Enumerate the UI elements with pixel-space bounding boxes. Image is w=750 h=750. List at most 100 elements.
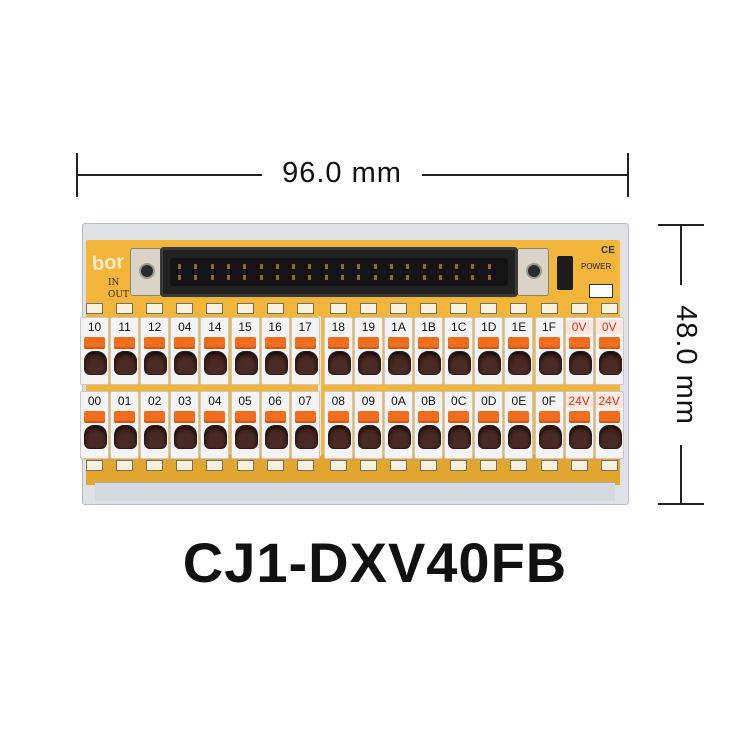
terminal-block[interactable]: 08 — [323, 391, 353, 459]
wire-hole[interactable] — [114, 351, 138, 375]
wire-hole[interactable] — [327, 351, 351, 375]
wire-hole[interactable] — [264, 351, 288, 375]
wire-hole[interactable] — [144, 425, 168, 449]
wire-hole[interactable] — [418, 351, 442, 375]
wire-hole[interactable] — [568, 425, 592, 449]
terminal-block[interactable]: 0V — [594, 317, 624, 385]
lever-tab[interactable] — [418, 337, 440, 349]
lever-tab[interactable] — [357, 411, 379, 423]
terminal-block[interactable]: 18 — [323, 317, 353, 385]
wire-hole[interactable] — [508, 351, 532, 375]
wire-hole[interactable] — [294, 425, 318, 449]
terminal-block[interactable]: 16 — [260, 317, 290, 385]
terminal-block[interactable]: 01 — [110, 391, 140, 459]
wire-hole[interactable] — [598, 425, 622, 449]
terminal-block[interactable]: 10 — [80, 317, 109, 385]
wire-hole[interactable] — [234, 351, 258, 375]
terminal-block[interactable]: 1E — [504, 317, 534, 385]
lever-tab[interactable] — [598, 337, 620, 349]
terminal-block[interactable]: 09 — [353, 391, 383, 459]
lever-tab[interactable] — [264, 411, 286, 423]
wire-hole[interactable] — [478, 425, 502, 449]
wire-hole[interactable] — [508, 425, 532, 449]
lever-tab[interactable] — [598, 411, 620, 423]
terminal-block[interactable]: 1C — [444, 317, 474, 385]
wire-hole[interactable] — [448, 351, 472, 375]
lever-tab[interactable] — [144, 337, 166, 349]
lever-tab[interactable] — [478, 337, 500, 349]
terminal-block[interactable]: 0F — [534, 391, 564, 459]
terminal-block[interactable]: 05 — [230, 391, 260, 459]
terminal-block[interactable]: 24V — [594, 391, 624, 459]
lever-tab[interactable] — [327, 411, 349, 423]
lever-tab[interactable] — [508, 337, 530, 349]
wire-hole[interactable] — [294, 351, 318, 375]
lever-tab[interactable] — [294, 337, 316, 349]
lever-tab[interactable] — [478, 411, 500, 423]
wire-hole[interactable] — [388, 351, 411, 375]
terminal-block[interactable]: 1A — [384, 317, 413, 385]
wire-hole[interactable] — [174, 351, 198, 375]
wire-hole[interactable] — [388, 425, 411, 449]
terminal-block[interactable]: 03 — [170, 391, 200, 459]
lever-tab[interactable] — [114, 411, 136, 423]
lever-tab[interactable] — [204, 337, 226, 349]
terminal-block[interactable]: 07 — [290, 391, 320, 459]
lever-tab[interactable] — [264, 337, 286, 349]
wire-hole[interactable] — [264, 425, 288, 449]
lever-tab[interactable] — [84, 337, 105, 349]
terminal-block[interactable]: 19 — [353, 317, 383, 385]
terminal-block[interactable]: 11 — [110, 317, 140, 385]
wire-hole[interactable] — [568, 351, 592, 375]
lever-tab[interactable] — [448, 411, 470, 423]
wire-hole[interactable] — [144, 351, 168, 375]
terminal-block[interactable]: 14 — [200, 317, 230, 385]
terminal-block[interactable]: 0A — [384, 391, 413, 459]
wire-hole[interactable] — [357, 425, 381, 449]
lever-tab[interactable] — [538, 337, 560, 349]
lever-tab[interactable] — [204, 411, 226, 423]
wire-hole[interactable] — [538, 425, 562, 449]
lever-tab[interactable] — [144, 411, 166, 423]
lever-tab[interactable] — [84, 411, 105, 423]
wire-hole[interactable] — [478, 351, 502, 375]
lever-tab[interactable] — [568, 411, 590, 423]
lever-tab[interactable] — [388, 411, 409, 423]
terminal-block[interactable]: 00 — [80, 391, 109, 459]
lever-tab[interactable] — [114, 337, 136, 349]
wire-hole[interactable] — [418, 425, 442, 449]
lever-tab[interactable] — [174, 411, 196, 423]
lever-tab[interactable] — [294, 411, 316, 423]
lever-tab[interactable] — [508, 411, 530, 423]
lever-tab[interactable] — [448, 337, 470, 349]
terminal-block[interactable]: 17 — [290, 317, 320, 385]
wire-hole[interactable] — [538, 351, 562, 375]
terminal-block[interactable]: 24V — [564, 391, 594, 459]
terminal-block[interactable]: 15 — [230, 317, 260, 385]
wire-hole[interactable] — [357, 351, 381, 375]
lever-tab[interactable] — [388, 337, 409, 349]
terminal-block[interactable]: 12 — [140, 317, 170, 385]
terminal-block[interactable]: 1B — [414, 317, 444, 385]
lever-tab[interactable] — [538, 411, 560, 423]
wire-hole[interactable] — [84, 351, 107, 375]
terminal-block[interactable]: 06 — [260, 391, 290, 459]
wire-hole[interactable] — [598, 351, 622, 375]
wire-hole[interactable] — [448, 425, 472, 449]
terminal-block[interactable]: 0D — [474, 391, 504, 459]
lever-tab[interactable] — [327, 337, 349, 349]
lever-tab[interactable] — [234, 337, 256, 349]
terminal-block[interactable]: 02 — [140, 391, 170, 459]
terminal-block[interactable]: 04 — [170, 317, 200, 385]
terminal-block[interactable]: 0C — [444, 391, 474, 459]
terminal-block[interactable]: 1F — [534, 317, 564, 385]
terminal-block[interactable]: 0B — [414, 391, 444, 459]
power-switch[interactable] — [557, 256, 573, 290]
wire-hole[interactable] — [204, 351, 228, 375]
wire-hole[interactable] — [174, 425, 198, 449]
lever-tab[interactable] — [418, 411, 440, 423]
terminal-block[interactable]: 0E — [504, 391, 534, 459]
lever-tab[interactable] — [357, 337, 379, 349]
wire-hole[interactable] — [234, 425, 258, 449]
lever-tab[interactable] — [174, 337, 196, 349]
